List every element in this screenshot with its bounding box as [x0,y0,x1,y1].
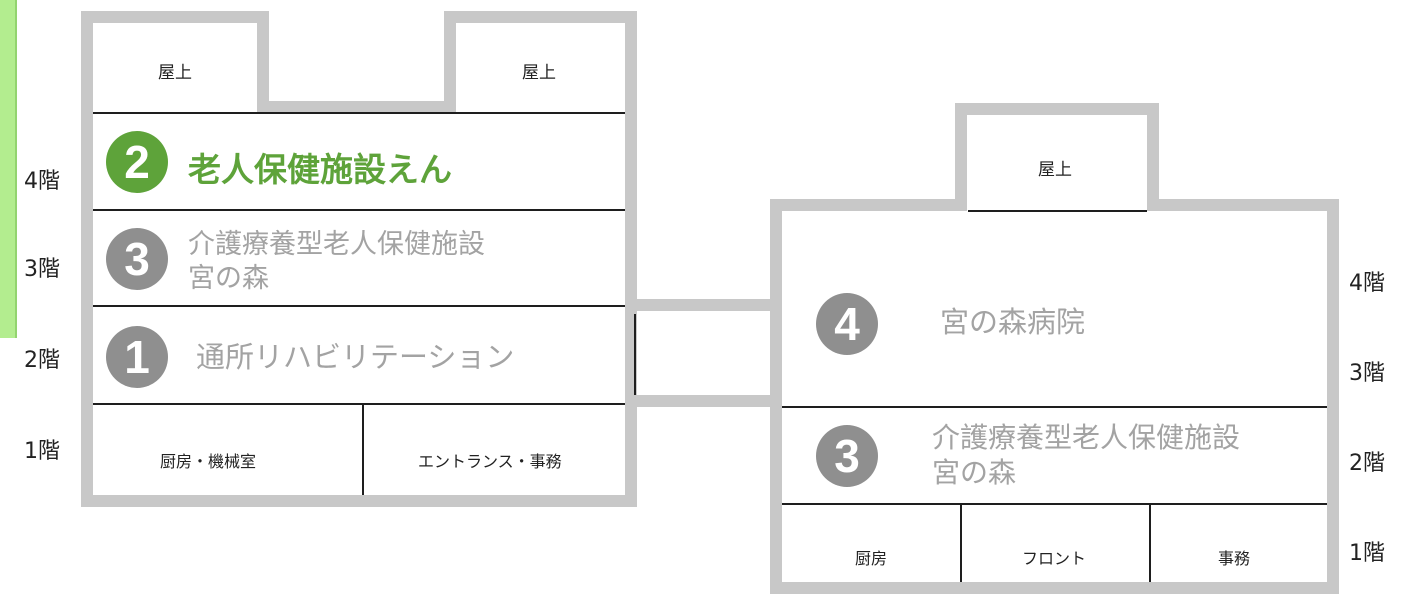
facility-4-name: 宮の森病院 [940,305,1086,339]
facility-1-number-badge: 1 [106,326,168,388]
left-room-entrance-office: エントランス・事務 [418,452,562,471]
left-floor-label-2: 2階 [24,348,60,373]
right-floor-label-3: 3階 [1349,361,1385,386]
right-rooftop-label: 屋上 [1038,160,1072,180]
right-floor-label-2: 2階 [1349,451,1385,476]
facility-3-number-badge: 3 [106,228,168,290]
right-room-office: 事務 [1218,549,1251,568]
facility-3-right-name-line2: 宮の森 [932,456,1017,489]
facility-2-name: 老人保健施設えん [188,150,452,189]
facility-4-number-badge: 4 [816,293,878,355]
facility-3-name-line1: 介護療養型老人保健施設 [188,229,485,260]
left-floor-label-4: 4階 [24,169,60,194]
right-floor-label-1: 1階 [1349,541,1385,566]
facility-1-name: 通所リハビリテーション [196,340,515,374]
right-room-kitchen: 厨房 [855,549,888,568]
facility-3-name-line2: 宮の森 [188,263,269,294]
left-floor-label-3: 3階 [24,257,60,282]
sidebar-accent [0,0,17,338]
right-building-outline [770,103,1339,594]
facility-3-right-number-badge: 3 [816,425,878,487]
left-floor-label-1: 1階 [24,439,60,464]
facility-3-right-name-line1: 介護療養型老人保健施設 [932,421,1241,454]
left-room-kitchen-machine: 厨房・機械室 [160,452,257,471]
right-room-front: フロント [1022,549,1087,568]
left-rooftop-label-a: 屋上 [158,63,192,83]
left-building-outline [81,11,637,507]
left-rooftop-label-b: 屋上 [522,63,556,83]
facility-2-number-badge: 2 [106,131,168,193]
right-floor-label-4: 4階 [1349,271,1385,296]
